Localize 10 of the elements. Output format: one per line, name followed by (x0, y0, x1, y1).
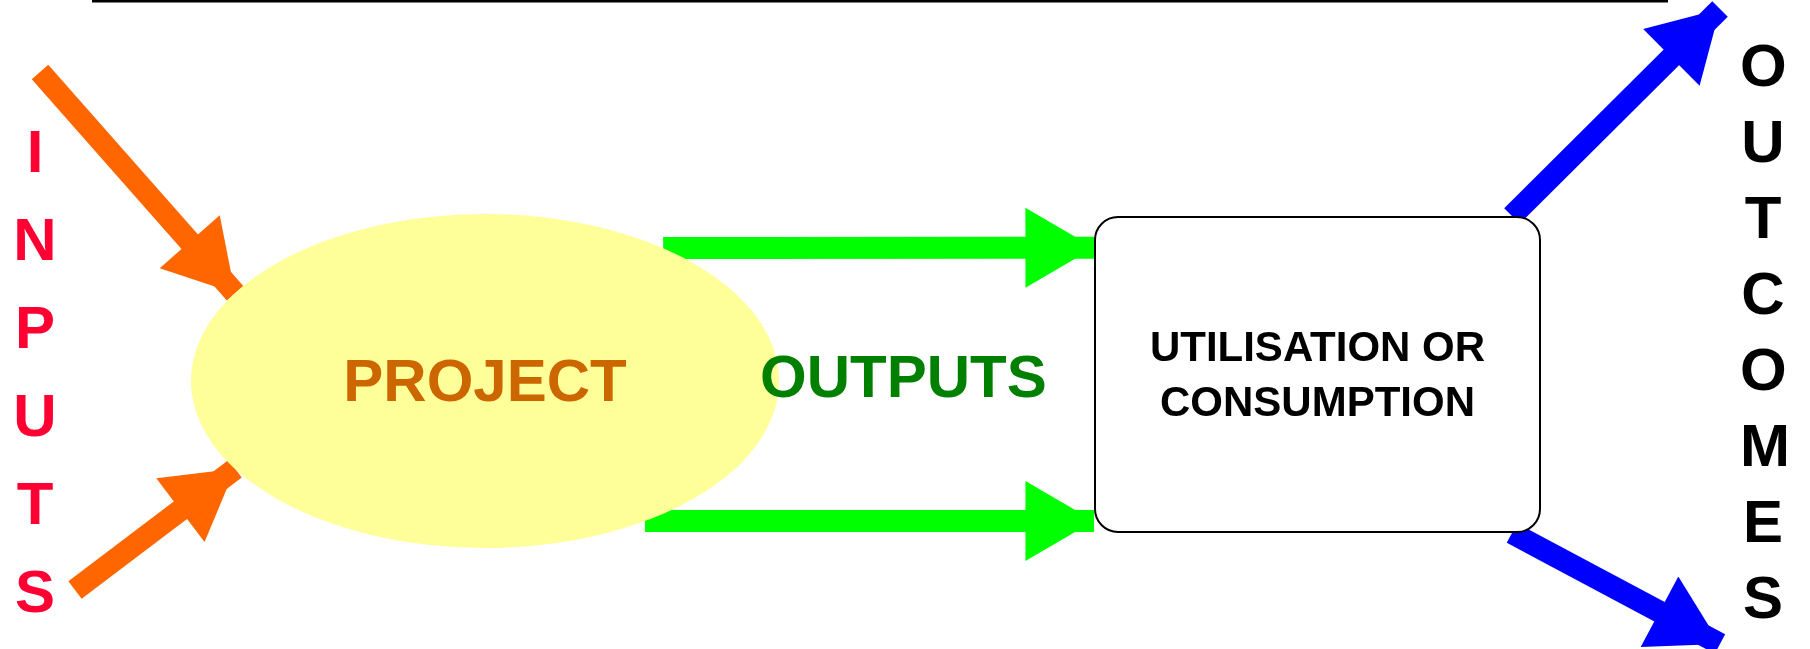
node-label: UTILISATION OR CONSUMPTION (1148, 321, 1487, 427)
arrow (644, 480, 1094, 561)
arrow (663, 207, 1094, 288)
arrow (31, 64, 244, 301)
vertical-label: INPUTS (12, 117, 58, 627)
vertical-label: OUTCOMES (1740, 31, 1786, 633)
arrow (68, 460, 242, 599)
edge-group-label: OUTPUTS (760, 342, 1047, 411)
process-box (1094, 216, 1541, 533)
node-label: PROJECT (343, 346, 627, 416)
